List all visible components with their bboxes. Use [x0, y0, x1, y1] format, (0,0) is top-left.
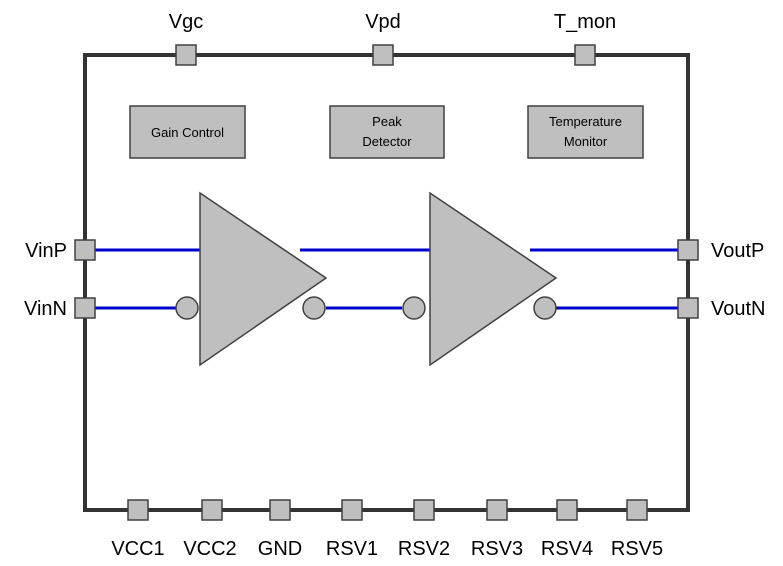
temperature-monitor-label-line2: Monitor: [564, 134, 608, 149]
pin-rsv5: [626, 499, 648, 521]
pin-label-vcc2: VCC2: [183, 538, 236, 560]
amp2-input-inverter-bubble: [402, 296, 426, 320]
amplifier-triangle-1: [199, 191, 328, 367]
pin-rsv3: [486, 499, 508, 521]
pin-voutn: [677, 297, 699, 319]
temperature-monitor-label-line1: Temperature: [549, 114, 622, 129]
amp1-output-inverter-bubble: [302, 296, 326, 320]
peak-detector-label-line2: Detector: [362, 134, 412, 149]
pin-label-rsv5: RSV5: [611, 538, 663, 560]
pin-voutp: [677, 239, 699, 261]
amplifier-stage-1: [175, 191, 328, 367]
pin-label-vpd: Vpd: [365, 11, 401, 33]
pin-vpd: [372, 44, 394, 66]
temperature-monitor-block: Temperature Monitor: [527, 105, 644, 159]
pin-vinn: [74, 297, 96, 319]
amplifier-triangle-2: [429, 191, 558, 367]
bottom-pins: [127, 499, 648, 521]
peak-detector-label-line1: Peak: [372, 114, 402, 129]
pin-t-mon: [574, 44, 596, 66]
pin-vinp: [74, 239, 96, 261]
pin-label-rsv3: RSV3: [471, 538, 523, 560]
top-pins: [175, 44, 596, 66]
pin-vcc1: [127, 499, 149, 521]
amp2-output-inverter-bubble: [533, 296, 557, 320]
pin-rsv2: [413, 499, 435, 521]
pin-rsv4: [556, 499, 578, 521]
pin-label-rsv1: RSV1: [326, 538, 378, 560]
pin-label-voutn: VoutN: [711, 298, 765, 320]
pin-label-voutp: VoutP: [711, 240, 764, 262]
pin-label-t-mon: T_mon: [554, 11, 616, 33]
pin-gnd: [269, 499, 291, 521]
gain-control-label-line1: Gain Control: [151, 125, 224, 140]
pin-label-vcc1: VCC1: [111, 538, 164, 560]
amplifier-stage-2: [402, 191, 558, 367]
amp1-input-inverter-bubble: [175, 296, 199, 320]
pin-label-vinp: VinP: [25, 240, 67, 262]
pin-label-vinn: VinN: [24, 298, 67, 320]
pin-label-vgc: Vgc: [169, 11, 203, 33]
pin-vgc: [175, 44, 197, 66]
left-pins: [74, 239, 96, 319]
pin-label-rsv2: RSV2: [398, 538, 450, 560]
pin-rsv1: [341, 499, 363, 521]
pin-vcc2: [201, 499, 223, 521]
gain-control-block: Gain Control: [129, 105, 246, 159]
pin-label-rsv4: RSV4: [541, 538, 593, 560]
right-pins: [677, 239, 699, 319]
peak-detector-block: Peak Detector: [329, 105, 445, 159]
signal-lines: [85, 248, 688, 310]
pin-label-gnd: GND: [258, 538, 302, 560]
